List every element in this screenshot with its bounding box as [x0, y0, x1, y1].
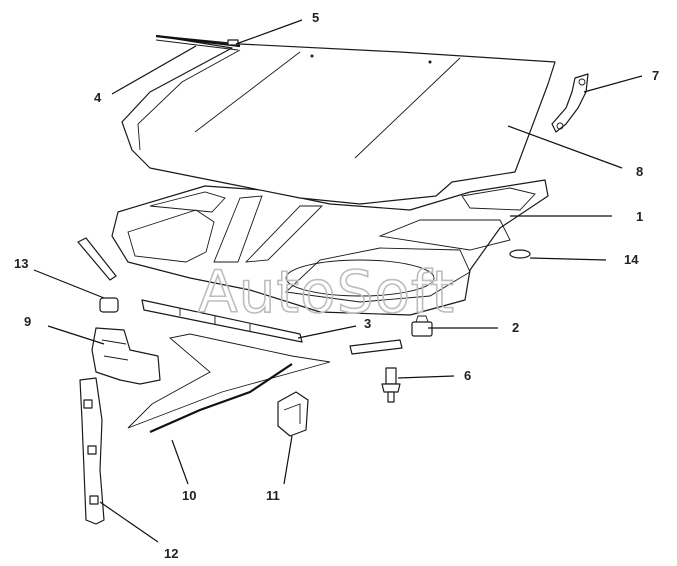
part-seal-pad: [349, 339, 403, 355]
callout-13: 13: [14, 256, 28, 271]
part-7-hood-hinge: [551, 73, 589, 133]
callout-7: 7: [652, 68, 659, 83]
callout-12: 12: [164, 546, 178, 561]
callout-3: 3: [364, 316, 371, 331]
part-13-rubber-bumper: [99, 297, 119, 313]
part-5-seal-clip: [227, 39, 239, 46]
callout-5: 5: [312, 10, 319, 25]
part-10-release-cable: [127, 333, 331, 434]
callout-14: 14: [624, 252, 639, 267]
leader-6: [397, 375, 455, 379]
leader-10: [171, 439, 189, 485]
part-6-hood-striker: [381, 367, 401, 403]
leader-5: [235, 19, 303, 45]
leader-7: [583, 75, 643, 93]
leader-11: [283, 435, 293, 485]
callout-11: 11: [266, 488, 280, 503]
callout-2: 2: [512, 320, 519, 335]
callout-9: 9: [24, 314, 31, 329]
leader-13: [33, 269, 105, 299]
part-1-hood-inner-panel: [111, 179, 549, 316]
part-11-hood-latch: [277, 391, 309, 437]
part-12-hood-support-rod: [79, 377, 105, 525]
callout-10: 10: [182, 488, 196, 503]
part-2-latch-bracket: [411, 315, 433, 337]
part-14-plug: [509, 249, 531, 259]
callout-8: 8: [636, 164, 643, 179]
leader-12: [99, 501, 159, 543]
leader-9: [47, 325, 105, 345]
part-side-strip: [77, 237, 117, 281]
part-4-hood-seal: [155, 34, 241, 51]
callout-1: 1: [636, 209, 643, 224]
callout-labels: 1 2 3 4 5 6 7 8 9 10 11 12 13 14: [14, 10, 659, 561]
leader-14: [529, 257, 607, 261]
watermark: AutoSoft: [198, 258, 455, 326]
callout-6: 6: [464, 368, 471, 383]
leader-8: [507, 125, 623, 169]
leader-4: [111, 45, 197, 95]
part-3-front-seal-strip: [141, 299, 303, 343]
callout-4: 4: [94, 90, 102, 105]
part-9-release-handle: [91, 327, 161, 385]
part-8-hood-outer-panel: [121, 35, 556, 205]
leader-3: [297, 325, 357, 339]
leader-lines: [33, 19, 643, 543]
